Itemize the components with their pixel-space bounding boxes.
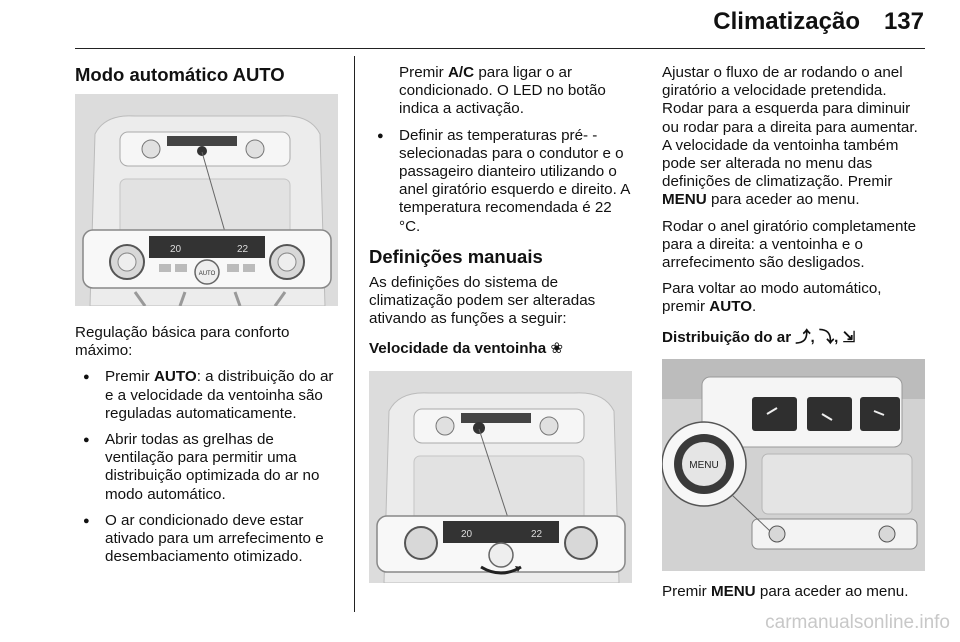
auto-return-pre: Para voltar ao modo automático, premir xyxy=(662,280,882,316)
menu-footer-bold: MENU xyxy=(710,582,756,600)
ac-post: para ligar o ar condicionado. O LED no b… xyxy=(399,64,606,118)
air-distribution-icons: ⤴, ⤵, ⇲ xyxy=(795,328,856,346)
bullet-ac: O ar condicionado deve estar ativado par… xyxy=(75,512,343,567)
fan-icon: ❀ xyxy=(550,340,564,358)
air-distribution-heading: Distribuição do ar ⤴, ⤵, ⇲ xyxy=(662,329,928,347)
bullet-auto-pre: Premir xyxy=(105,368,154,386)
fan-off-para: Rodar o anel giratório completamente par… xyxy=(662,217,917,272)
fig1-auto-label: AUTO xyxy=(199,271,216,277)
fan-speed-heading: Velocidade da ventoinha ❀ xyxy=(369,340,635,358)
auto-return-bold: AUTO xyxy=(709,298,753,316)
column-divider xyxy=(354,56,355,612)
menu-footer-pre: Premir xyxy=(662,582,711,600)
bullet-auto-bold: AUTO xyxy=(153,368,197,386)
column-1: Modo automático AUTO 20 22 AUTO xyxy=(75,64,343,574)
fig2-temp-left: 20 xyxy=(461,529,473,540)
ac-bold: A/C xyxy=(447,64,475,81)
bullet-auto-post: : a distribuição do ar e a velocidade da… xyxy=(105,368,334,422)
fig1-temp-left: 20 xyxy=(170,244,182,255)
bullet-vents: Abrir todas as grelhas de ventilação par… xyxy=(75,431,343,504)
bullet-auto: Premir AUTO: a distribuição do ar e a ve… xyxy=(75,368,343,423)
column-3: Ajustar o fluxo de ar rodando o anel gir… xyxy=(662,64,928,609)
watermark: carmanualsonline.info xyxy=(765,612,950,633)
menu-footer-text: Premir MENU para aceder ao menu. xyxy=(662,583,928,601)
fan-para: Ajustar o fluxo de ar rodando o anel gir… xyxy=(662,64,928,210)
auto-return-para: Para voltar ao modo automático, premir A… xyxy=(662,280,928,316)
auto-return-end: . xyxy=(752,298,757,316)
bullet-temperature: Definir as temperaturas pré- -selecionad… xyxy=(369,127,635,236)
figure-air-distribution: MENU xyxy=(662,358,925,571)
fan-speed-heading-text: Velocidade da ventoinha xyxy=(369,340,547,358)
menu-footer-post: para aceder ao menu. xyxy=(755,582,909,600)
section-heading-manual: Definições manuais xyxy=(369,245,543,267)
ac-pre: Premir xyxy=(399,64,448,81)
fig1-temp-right: 22 xyxy=(237,244,249,255)
page-number: 137 xyxy=(883,8,924,35)
fan-para-menu: MENU xyxy=(662,191,707,209)
figure-climate-panel-auto: 20 22 AUTO xyxy=(75,94,338,306)
ac-continuation: Premir A/C para ligar o ar condicionado.… xyxy=(369,64,635,119)
fan-para-text: Ajustar o fluxo de ar rodando o anel gir… xyxy=(662,64,918,191)
section-heading-auto: Modo automático AUTO xyxy=(75,64,285,85)
fan-para-end: para aceder ao menu. xyxy=(706,191,860,209)
intro-text: Regulação básica para conforto máximo: xyxy=(75,324,290,360)
column-2: Premir A/C para ligar o ar condicionado.… xyxy=(369,64,635,583)
fig2-temp-right: 22 xyxy=(531,529,543,540)
air-distribution-heading-text: Distribuição do ar xyxy=(662,328,792,346)
header-rule xyxy=(75,48,925,49)
manual-intro: As definições do sistema de climatização… xyxy=(369,273,596,328)
page-header-title: Climatização xyxy=(713,8,860,35)
figure-fan-speed: 20 22 xyxy=(369,370,632,583)
fig3-menu-label: MENU xyxy=(689,460,718,471)
